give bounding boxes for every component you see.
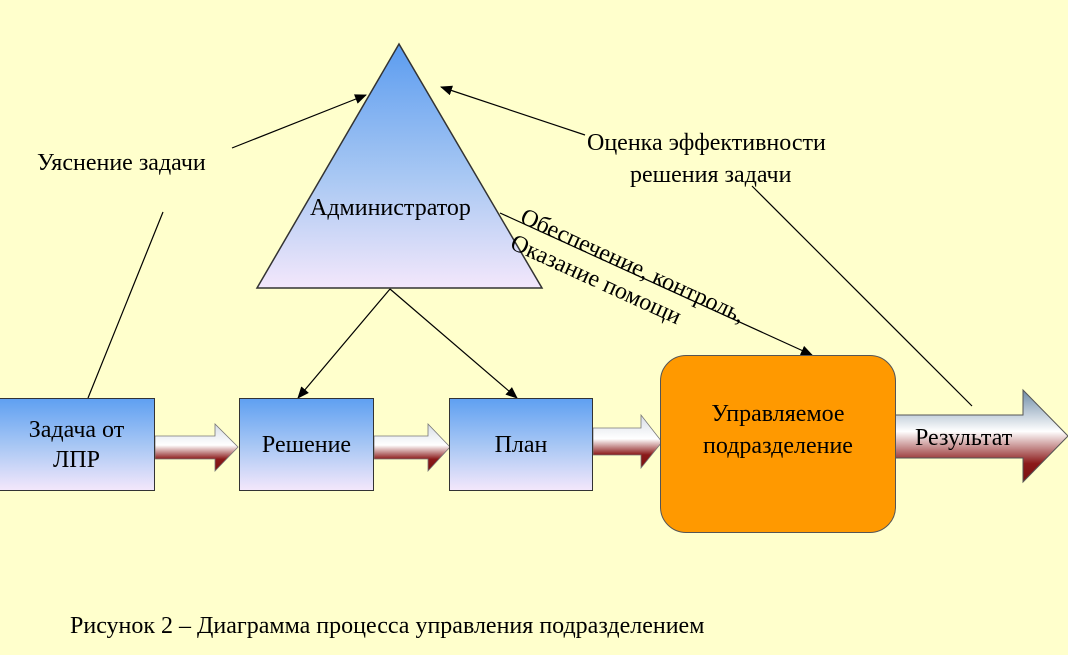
decision-label: Решение [261,431,352,458]
figure-caption: Рисунок 2 – Диаграмма процесса управлени… [70,613,705,639]
administrator-triangle [255,42,544,289]
plan-label: План [494,431,548,458]
clarification-arrow [87,211,164,399]
plan-box: План [449,398,593,491]
clarification-arrow-upper [231,94,367,149]
clarification-label: Уяснение задачи [37,150,206,176]
managed-unit-box: Управляемое подразделение [660,355,896,533]
evaluation-arrow [440,85,586,136]
unit-label-line1: Управляемое [711,401,845,427]
admin-to-decision-arrow [297,288,391,399]
administrator-label: Администратор [310,195,471,221]
decision-box: Решение [239,398,374,491]
task-box: Задача от ЛПР [0,398,155,491]
flow-arrow-task-to-decision [154,423,239,472]
evaluation-line [751,185,973,407]
result-label: Результат [915,425,1013,451]
task-label-line1: Задача от [28,416,125,443]
evaluation-label-line2: решения задачи [630,162,792,188]
support-arrow [499,212,813,356]
result-arrow [892,388,1068,484]
task-label-line2: ЛПР [53,446,100,473]
flow-arrow-decision-to-plan [373,423,451,473]
evaluation-label-line1: Оценка эффективности [587,130,826,156]
admin-to-plan-arrow [389,288,518,399]
flow-arrow-plan-to-unit [592,413,663,470]
unit-label-line2: подразделение [703,433,853,459]
